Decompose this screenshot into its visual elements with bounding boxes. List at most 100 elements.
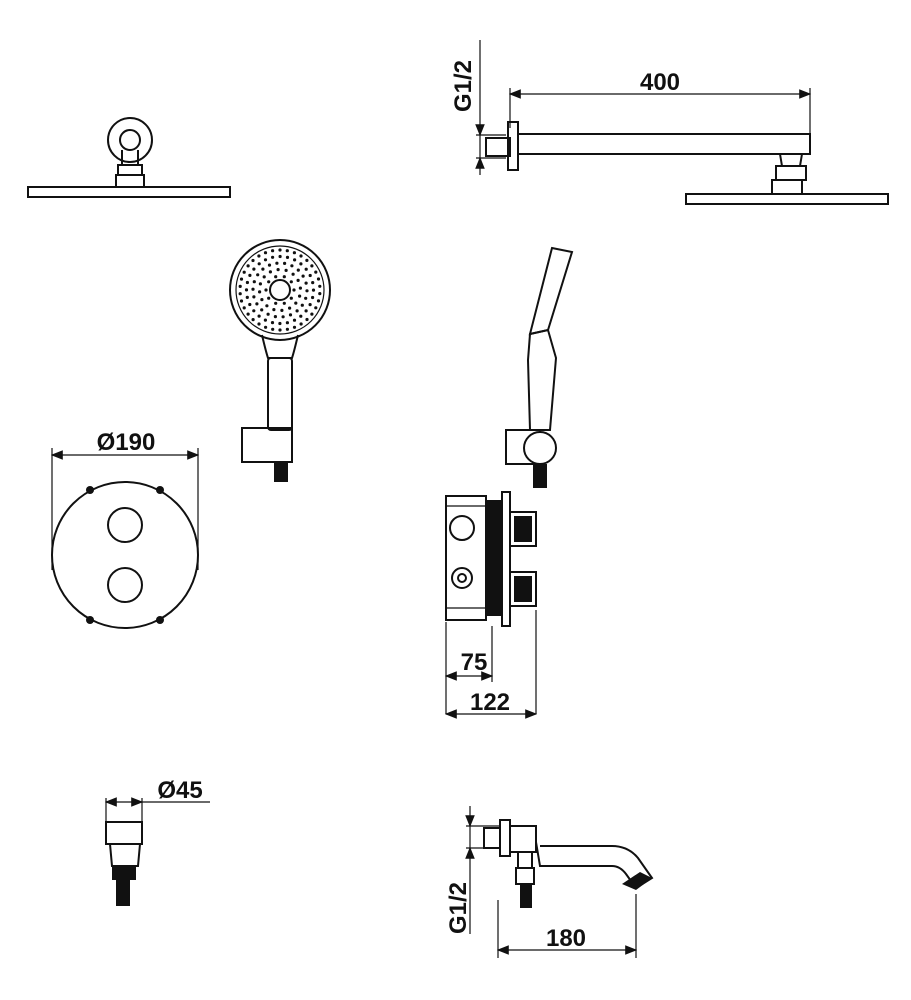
spray-nozzle (257, 254, 261, 258)
spray-nozzle (308, 303, 312, 307)
spray-nozzle (258, 290, 262, 294)
spray-nozzle (301, 274, 305, 278)
spout-length-label: 180 (546, 925, 586, 952)
spray-nozzle (285, 255, 290, 259)
spray-nozzle (257, 322, 261, 326)
spray-nozzle (264, 325, 268, 329)
spray-nozzle (239, 277, 244, 281)
spray-nozzle (292, 251, 296, 255)
spray-nozzle (251, 287, 255, 291)
wall-elbow-side-view: Ø45 (104, 777, 210, 906)
spray-nozzle (278, 254, 282, 259)
spray-nozzle (261, 267, 265, 271)
elbow-diameter-label: Ø45 (157, 777, 202, 804)
spray-nozzle (251, 318, 255, 322)
spray-nozzle (267, 263, 272, 267)
spray-nozzle (316, 277, 321, 281)
spray-nozzle (304, 296, 308, 300)
spray-nozzle (288, 313, 293, 317)
spray-nozzle (256, 273, 260, 277)
spray-nozzle (282, 301, 286, 305)
spray-nozzle (285, 321, 289, 325)
spray-nozzle (311, 288, 316, 292)
spray-nozzle (308, 273, 312, 278)
spray-nozzle (252, 309, 256, 313)
spray-nozzle (278, 248, 282, 252)
spray-nozzle (271, 255, 275, 259)
spray-nozzle (242, 270, 246, 274)
spray-nozzle (290, 264, 294, 268)
arm-thread-label: G1/2 (450, 60, 477, 112)
spray-nozzle (257, 262, 261, 266)
hand-shower-side-view (505, 246, 574, 488)
spray-nozzle (296, 268, 300, 272)
spray-nozzle (295, 309, 299, 313)
spray-nozzle (271, 249, 275, 253)
control-plate-front-view: Ø190 (50, 429, 200, 629)
spray-nozzle (289, 296, 293, 300)
spray-nozzle (264, 288, 268, 292)
spray-nozzle (305, 258, 309, 262)
spray-nozzle (280, 308, 284, 312)
spray-nozzle (270, 321, 275, 325)
spray-nozzle (263, 318, 267, 322)
spray-nozzle (299, 314, 303, 318)
spray-nozzle (242, 306, 246, 310)
spray-nozzle (285, 327, 289, 331)
spray-nozzle (248, 302, 252, 307)
spray-nozzle (267, 280, 271, 284)
spray-nozzle (267, 296, 271, 300)
spray-nozzle (274, 275, 278, 279)
spout-thread-label: G1/2 (445, 882, 472, 934)
spray-nozzle (278, 328, 282, 332)
spray-nozzle (292, 318, 297, 322)
shower-arm-side-view: G1/2 400 (450, 40, 889, 205)
spray-nozzle (316, 299, 321, 303)
spray-nozzle (238, 284, 242, 288)
spray-nozzle (246, 264, 250, 268)
spray-nozzle (274, 301, 278, 305)
spray-nozzle (304, 281, 308, 285)
spray-nozzle (296, 278, 300, 282)
spray-nozzle (310, 264, 314, 268)
box-depth-max-label: 122 (470, 689, 510, 716)
spray-nozzle (245, 295, 249, 299)
spray-nozzle (288, 306, 292, 310)
spray-nozzle (314, 306, 318, 310)
box-depth-min-label: 75 (461, 649, 488, 676)
hand-shower-front-view (229, 239, 331, 482)
spray-nozzle (314, 270, 318, 274)
bath-spout-side-view: G1/2 180 (445, 806, 654, 958)
spray-nozzle (266, 312, 270, 316)
spray-nozzle (255, 302, 259, 306)
spray-nozzle (305, 317, 309, 322)
spray-nozzle (311, 281, 315, 285)
spray-nozzle (318, 292, 322, 296)
spray-nozzle (263, 258, 268, 262)
spray-nozzle (260, 298, 264, 302)
spray-nozzle (298, 294, 302, 298)
spray-nozzle (245, 280, 249, 285)
spray-nozzle (276, 268, 280, 272)
spray-nozzle (257, 314, 261, 318)
spray-nozzle (238, 292, 242, 296)
spray-nozzle (244, 288, 249, 292)
spray-nozzle (252, 295, 256, 299)
spray-nozzle (292, 325, 297, 329)
spray-nozzle (289, 280, 293, 284)
spray-nozzle (293, 258, 297, 262)
plate-diameter-label: Ø190 (97, 429, 156, 456)
spray-nozzle (298, 286, 302, 290)
spray-nozzle (271, 327, 275, 331)
spray-nozzle (246, 312, 250, 316)
spray-nozzle (299, 322, 303, 326)
shower-head-front-view (27, 117, 231, 198)
spray-nozzle (282, 275, 286, 279)
spray-nozzle (272, 308, 276, 312)
spray-nozzle (275, 261, 279, 265)
spray-nozzles (238, 248, 322, 332)
spray-nozzle (251, 258, 255, 263)
spray-nozzle (273, 315, 277, 319)
arm-length-label: 400 (640, 69, 680, 96)
